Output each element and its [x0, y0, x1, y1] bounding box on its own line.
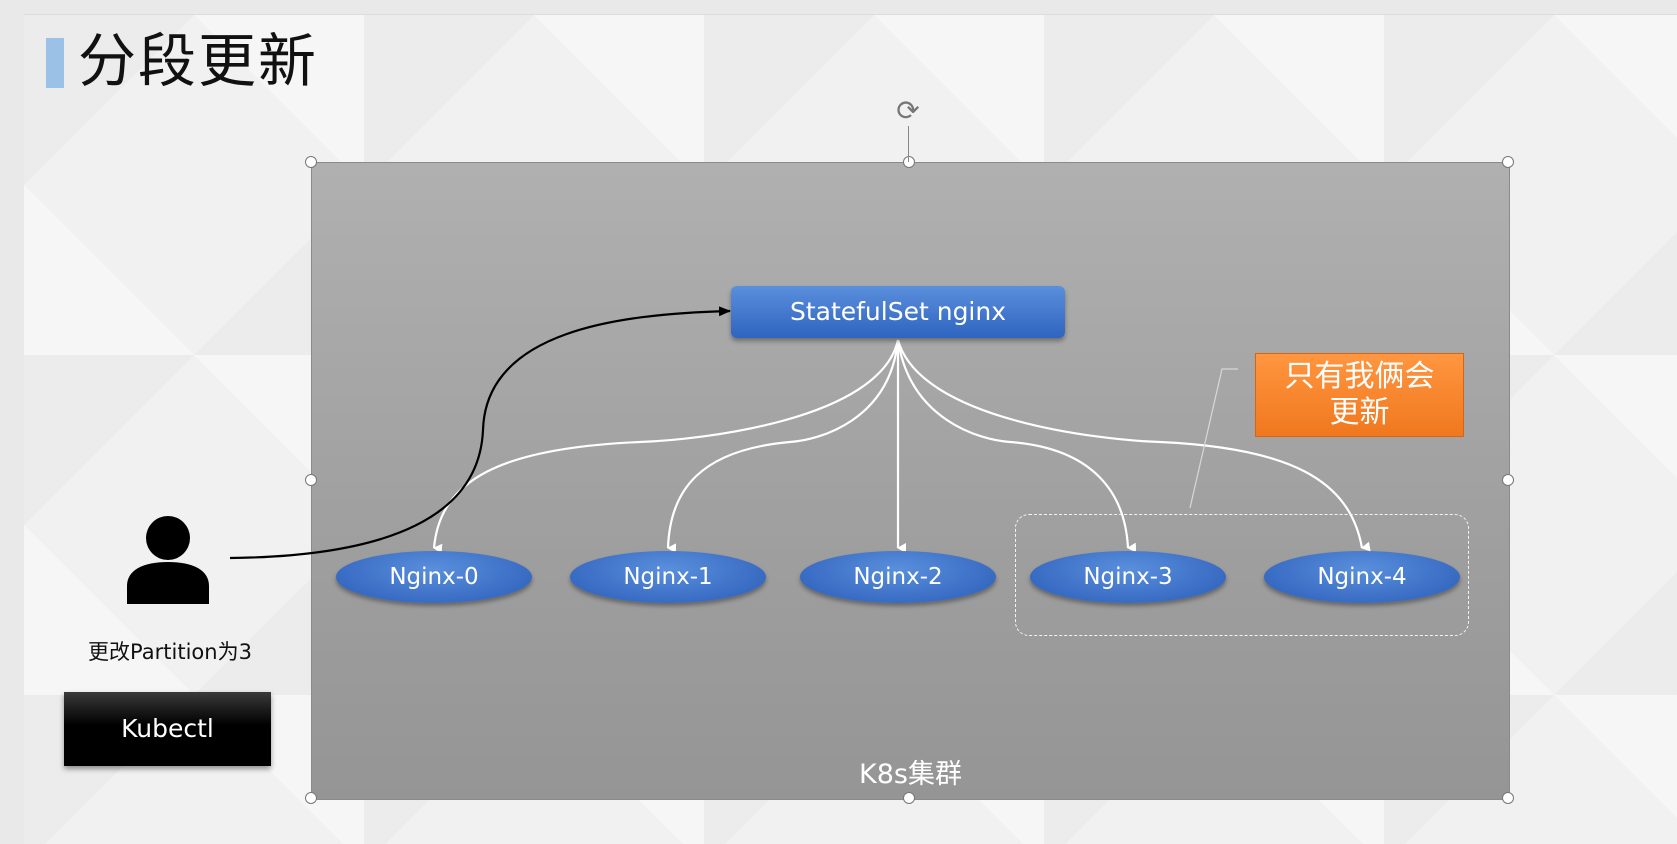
rotate-handle-stem — [908, 126, 909, 162]
resize-handle-top-right[interactable] — [1502, 156, 1514, 168]
pod-nginx-0[interactable]: Nginx-0 — [336, 551, 532, 603]
user-icon — [127, 516, 209, 604]
resize-handle-bottom-right[interactable] — [1502, 792, 1514, 804]
resize-handle-bottom-center[interactable] — [903, 792, 915, 804]
note-callout-line — [1189, 368, 1238, 509]
resize-handle-middle-right[interactable] — [1502, 474, 1514, 486]
pod-nginx-2[interactable]: Nginx-2 — [800, 551, 996, 603]
statefulset-node[interactable]: StatefulSet nginx — [731, 286, 1065, 338]
resize-handle-bottom-left[interactable] — [305, 792, 317, 804]
resize-handle-top-center[interactable] — [903, 156, 915, 168]
kubectl-box[interactable]: Kubectl — [64, 692, 271, 766]
user-caption: 更改Partition为3 — [88, 640, 252, 664]
page-title: 分段更新 — [78, 27, 319, 95]
resize-handle-middle-left[interactable] — [305, 474, 317, 486]
connector-to-nginx-4 — [896, 339, 1371, 552]
connector-to-nginx-1 — [666, 339, 900, 554]
updating-pods-group[interactable] — [1015, 514, 1469, 636]
update-note-callout[interactable]: 只有我俩会更新 — [1255, 353, 1464, 437]
title-accent-bar — [46, 38, 64, 88]
pod-nginx-1[interactable]: Nginx-1 — [570, 551, 766, 603]
k8s-cluster-box[interactable]: K8s集群 — [311, 162, 1510, 800]
cluster-label: K8s集群 — [859, 759, 962, 790]
connector-to-nginx-0 — [432, 339, 900, 554]
update-note-text: 只有我俩会更新 — [1284, 359, 1435, 430]
rotate-icon[interactable]: ⟳ — [896, 94, 920, 127]
resize-handle-top-left[interactable] — [305, 156, 317, 168]
pod-nginx-4[interactable]: Nginx-4 — [1264, 551, 1460, 603]
user-to-statefulset-arrow — [229, 306, 731, 560]
connector-to-nginx-3 — [896, 339, 1137, 553]
pod-nginx-3[interactable]: Nginx-3 — [1030, 551, 1226, 603]
